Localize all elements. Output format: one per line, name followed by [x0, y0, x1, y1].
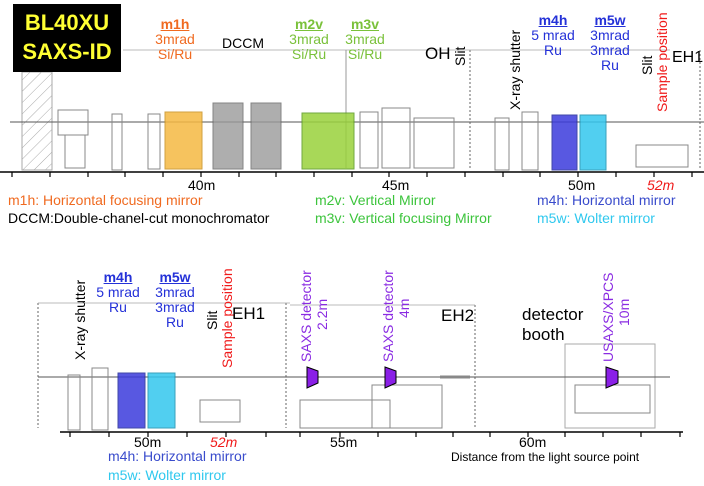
- saxs-detector-4m-label: SAXS detector: [380, 270, 396, 362]
- axis-top-ticks: [11, 172, 693, 177]
- m1h-angle: 3mrad: [155, 31, 195, 47]
- legend-dccm: DCCM:Double-chanel-cut monochromator: [8, 210, 270, 226]
- m5w-angle2: 3mrad: [590, 42, 630, 58]
- m4h-mirror: [551, 114, 578, 171]
- legend-m1h: m1h: Horizontal focusing mirror: [8, 192, 203, 208]
- saxs-detector-2m-label: SAXS detector: [298, 270, 314, 362]
- axis-bottom-52m: 52m: [210, 434, 238, 450]
- m2v-label: m2v 3mrad Si/Ru: [284, 17, 334, 62]
- m3v-angle: 3mrad: [345, 31, 385, 47]
- m1h-label: m1h 3mrad Si/Ru: [150, 17, 200, 62]
- xray-shutter-label-top: X-ray shutter: [507, 29, 523, 110]
- axis-top-40m: 40m: [188, 177, 216, 193]
- dccm-crystal-1: [212, 102, 244, 170]
- title-line2: SAXS-ID: [22, 39, 112, 64]
- usaxs-distance: 10m: [616, 298, 632, 326]
- saxs-detector-2m-icon: [306, 366, 319, 389]
- m5w-coating: Ru: [601, 57, 619, 73]
- detector-booth-label: detector booth: [522, 305, 583, 345]
- dccm-crystal-2: [250, 102, 282, 170]
- axis-top-50m: 50m: [568, 177, 596, 193]
- m5w-mirror-bottom: [147, 372, 176, 429]
- m5w-angle2-bottom: 3mrad: [155, 299, 195, 315]
- m1h-coating: Si/Ru: [157, 46, 193, 62]
- saxs-detector-2m-distance: 2.2m: [314, 298, 330, 330]
- m2v-coating: Si/Ru: [291, 46, 327, 62]
- axis-bottom-50m: 50m: [134, 434, 162, 450]
- eh1-label-top: EH1: [672, 49, 704, 66]
- eh2-label: EH2: [441, 306, 475, 325]
- m4h-angle: 5 mrad: [531, 27, 575, 43]
- usaxs-detector-icon: [605, 366, 619, 389]
- slit-label-eh1: Slit: [639, 55, 655, 75]
- m4h-label: m4h 5 mrad Ru: [528, 13, 578, 58]
- detector-booth-line2: booth: [522, 325, 565, 344]
- m4h-coating: Ru: [544, 42, 562, 58]
- m3v-coating: Si/Ru: [347, 46, 383, 62]
- legend-m2v: m2v: Vertical Mirror: [315, 192, 436, 208]
- m5w-angle: 3mrad: [590, 27, 630, 43]
- xray-shutter-label-bottom: X-ray shutter: [72, 279, 88, 360]
- detector-booth-frame: [564, 343, 656, 429]
- m4h-coating-bottom: Ru: [109, 299, 127, 315]
- slit-label-top: Slit: [452, 46, 468, 66]
- saxs-detector-4m-icon: [384, 366, 397, 389]
- dccm-label: DCCM: [222, 35, 264, 51]
- legend-m4h-bottom: m4h: Horizontal mirror: [108, 448, 247, 464]
- equipment-bottom: [67, 367, 651, 431]
- m5w-angle-bottom: 3mrad: [155, 284, 195, 300]
- shield-wall: [21, 71, 53, 171]
- m5w-mirror: [579, 114, 607, 171]
- axis-bottom-55m: 55m: [330, 434, 358, 450]
- m5w-label: m5w 3mrad 3mrad Ru: [585, 13, 635, 73]
- m4h-label-bottom: m4h 5 mrad Ru: [93, 270, 143, 315]
- legend-m4h-top: m4h: Horizontal mirror: [537, 192, 676, 208]
- axis-top-45m: 45m: [382, 177, 410, 193]
- m5w-label-bottom: m5w 3mrad 3mrad Ru: [150, 270, 200, 330]
- saxs-2m-line1: SAXS detector: [298, 270, 314, 362]
- detector-booth-line1: detector: [522, 305, 584, 324]
- m4h-name: m4h: [538, 12, 568, 28]
- slit-label-bottom: Slit: [204, 310, 220, 330]
- usaxs-label: USAXS/XPCS: [600, 272, 616, 362]
- m2v-name: m2v: [294, 16, 324, 32]
- m1h-mirror: [164, 111, 203, 170]
- legend-m5w-bottom: m5w: Wolter mirror: [108, 467, 226, 483]
- sample-position-label-top: Sample position: [654, 12, 670, 112]
- axis-caption: Distance from the light source point: [451, 450, 640, 464]
- m3v-name: m3v: [350, 16, 380, 32]
- m4h-mirror-bottom: [117, 372, 146, 429]
- title-box: BL40XU SAXS-ID: [13, 4, 121, 72]
- m3v-label: m3v 3mrad Si/Ru: [340, 17, 390, 62]
- legend-m5w-top: m5w: Wolter mirror: [537, 210, 655, 226]
- axis-bottom-60m: 60m: [519, 434, 547, 450]
- m5w-name: m5w: [594, 12, 626, 28]
- eh1-label-bottom: EH1: [232, 304, 266, 323]
- m5w-name-bottom: m5w: [159, 269, 191, 285]
- saxs-detector-4m-distance: 4m: [396, 298, 412, 318]
- m2v-m3v-mirrors: [301, 112, 355, 170]
- m4h-name-bottom: m4h: [103, 269, 133, 285]
- m4h-angle-bottom: 5 mrad: [96, 284, 140, 300]
- oh-label: OH: [425, 44, 451, 63]
- axis-bottom-ticks: [69, 432, 681, 437]
- m5w-coating-bottom: Ru: [166, 314, 184, 330]
- title-line1: BL40XU: [24, 10, 110, 35]
- axis-top-52m: 52m: [647, 177, 675, 193]
- m1h-name: m1h: [160, 16, 190, 32]
- equipment-top: [57, 107, 689, 171]
- legend-m3v: m3v: Vertical focusing Mirror: [315, 210, 492, 226]
- m2v-angle: 3mrad: [289, 31, 329, 47]
